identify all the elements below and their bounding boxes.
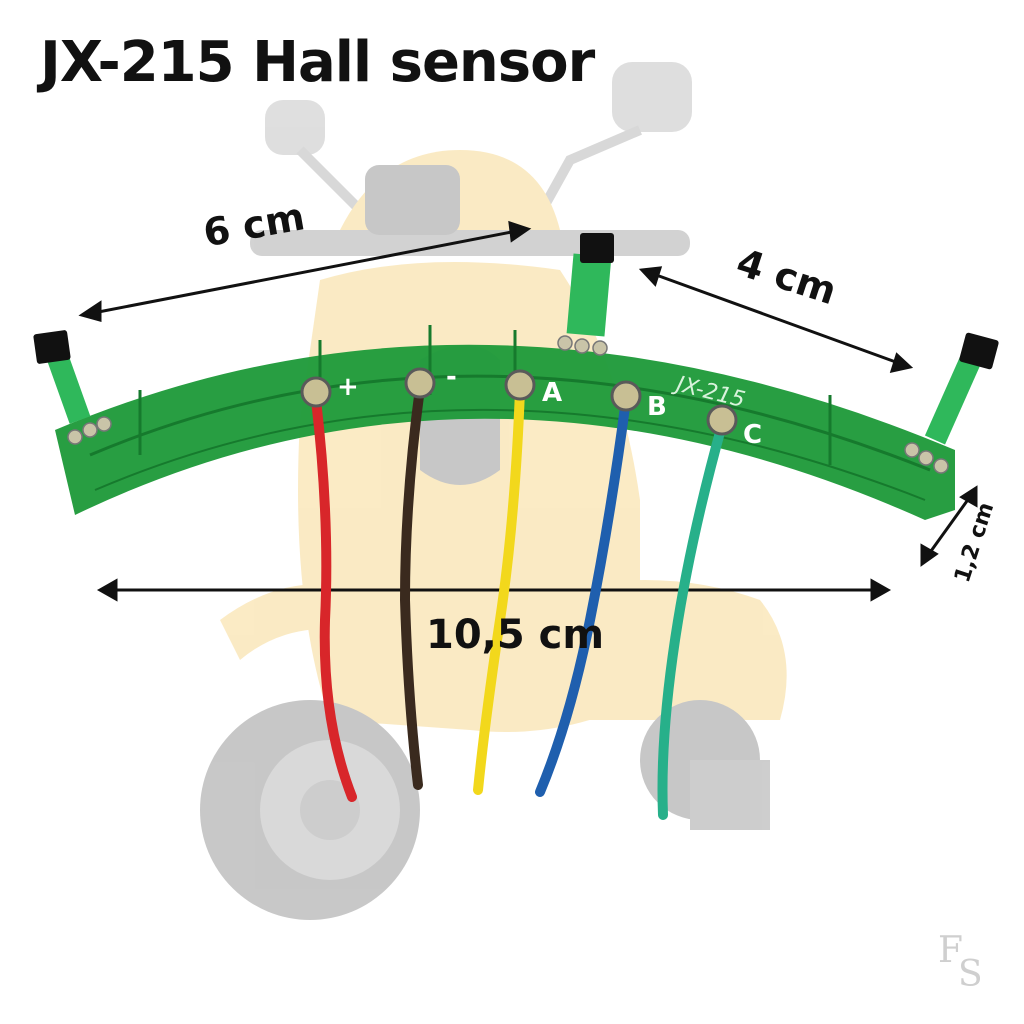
wire-c <box>657 420 727 820</box>
fs-monogram-logo-icon: F S <box>938 930 983 994</box>
wire-minus <box>399 383 425 790</box>
wire-plus <box>311 395 357 802</box>
pin-label-b: B <box>647 392 667 422</box>
pcb-board <box>55 325 955 520</box>
solder-pads <box>300 367 738 436</box>
pin-label-plus: + <box>337 372 359 402</box>
hall-sensor-left <box>33 330 112 445</box>
wire-a <box>473 385 525 795</box>
svg-text:S: S <box>958 954 983 994</box>
pin-label-c: C <box>743 420 763 450</box>
pin-label-a: A <box>542 378 563 408</box>
page-title: JX-215 Hall sensor <box>40 30 595 95</box>
hall-sensor-right <box>904 332 999 474</box>
wire-b <box>535 395 631 797</box>
hall-sensor-middle <box>557 233 614 356</box>
dimension-arrows <box>78 220 978 602</box>
pin-label-minus: - <box>446 362 457 392</box>
dimension-label-10-5cm: 10,5 cm <box>426 612 605 658</box>
svg-text:F: F <box>938 930 963 971</box>
